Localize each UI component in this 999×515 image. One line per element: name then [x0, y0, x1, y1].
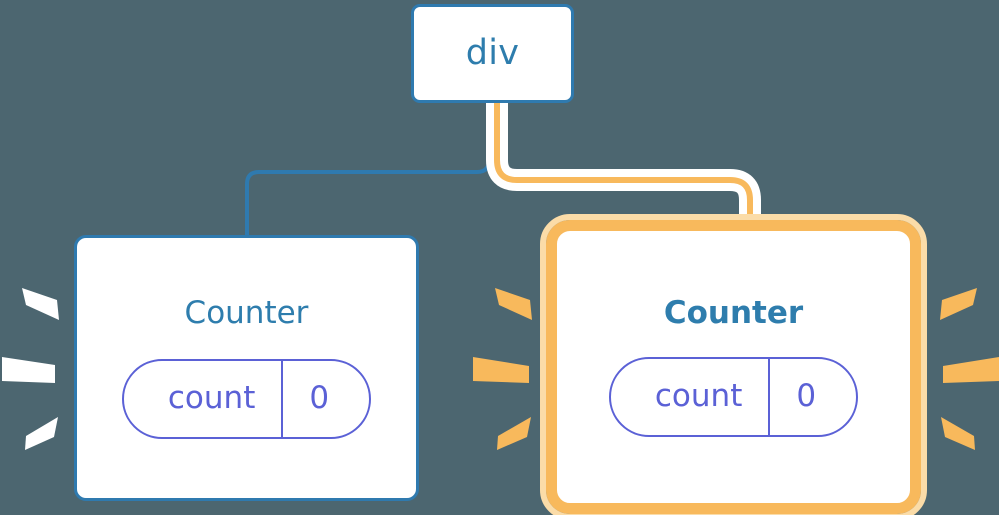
sparkle-ray-lower-left-orange [497, 417, 531, 450]
sparkle-group-counter-right-right-side [940, 288, 999, 450]
node-div[interactable]: div [411, 4, 574, 103]
sparkle-ray-upper-left-orange [495, 288, 532, 320]
node-div-label: div [465, 33, 520, 73]
state-pill-counter-right: count 0 [608, 356, 859, 437]
sparkle-group-counter-left [2, 288, 59, 450]
state-key-count-left: count [167, 380, 256, 416]
sparkle-ray-middle-left [2, 357, 55, 383]
sparkle-ray-middle-right-orange [943, 357, 999, 383]
state-pill-counter-left: count 0 [121, 358, 372, 439]
sparkle-ray-upper-left [22, 288, 59, 320]
state-value-count-right: 0 [768, 358, 856, 435]
sparkle-ray-middle-left-orange [473, 357, 529, 383]
node-counter-right[interactable]: Counter count 0 [540, 214, 927, 515]
edge-div-to-counter-right [494, 103, 753, 236]
edge-div-to-counter-right-halo [486, 103, 761, 236]
edge-div-to-counter-left [245, 103, 491, 238]
node-counter-right-label: Counter [663, 294, 804, 331]
sparkle-ray-upper-right-orange [940, 288, 977, 320]
state-key-count-right: count [654, 378, 743, 414]
sparkle-ray-lower-right-orange [941, 417, 975, 450]
sparkle-ray-lower-left [25, 417, 58, 450]
sparkle-group-counter-right-left-side [473, 288, 532, 450]
node-counter-left[interactable]: Counter count 0 [74, 235, 419, 501]
state-value-count-left: 0 [281, 360, 369, 437]
node-counter-left-label: Counter [184, 294, 309, 331]
